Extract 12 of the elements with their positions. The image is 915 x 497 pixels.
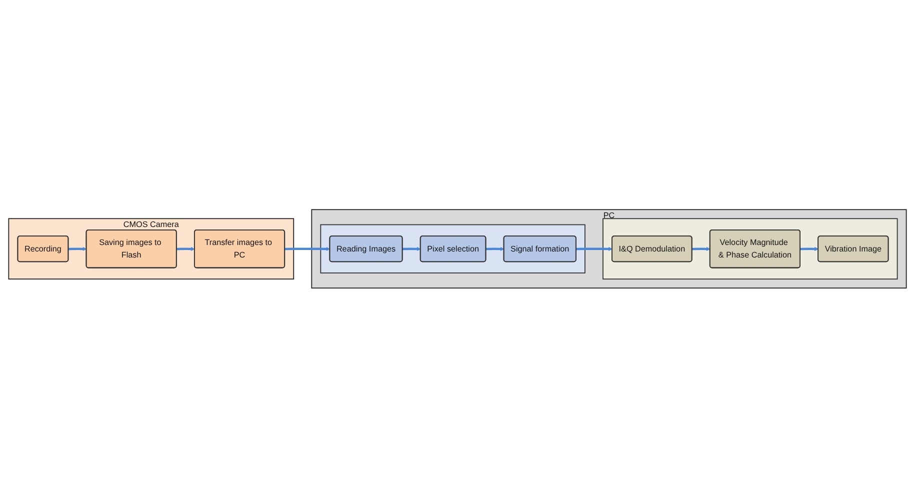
cluster [8,218,294,280]
arrow [800,246,818,251]
arrow [692,246,710,251]
cluster [311,208,907,288]
cluster [602,218,898,280]
arrow [486,246,504,251]
arrow [176,246,195,251]
cluster [320,224,586,274]
arrow [576,246,612,251]
arrow [284,246,330,251]
arrow [402,246,421,251]
arrow [68,246,87,251]
